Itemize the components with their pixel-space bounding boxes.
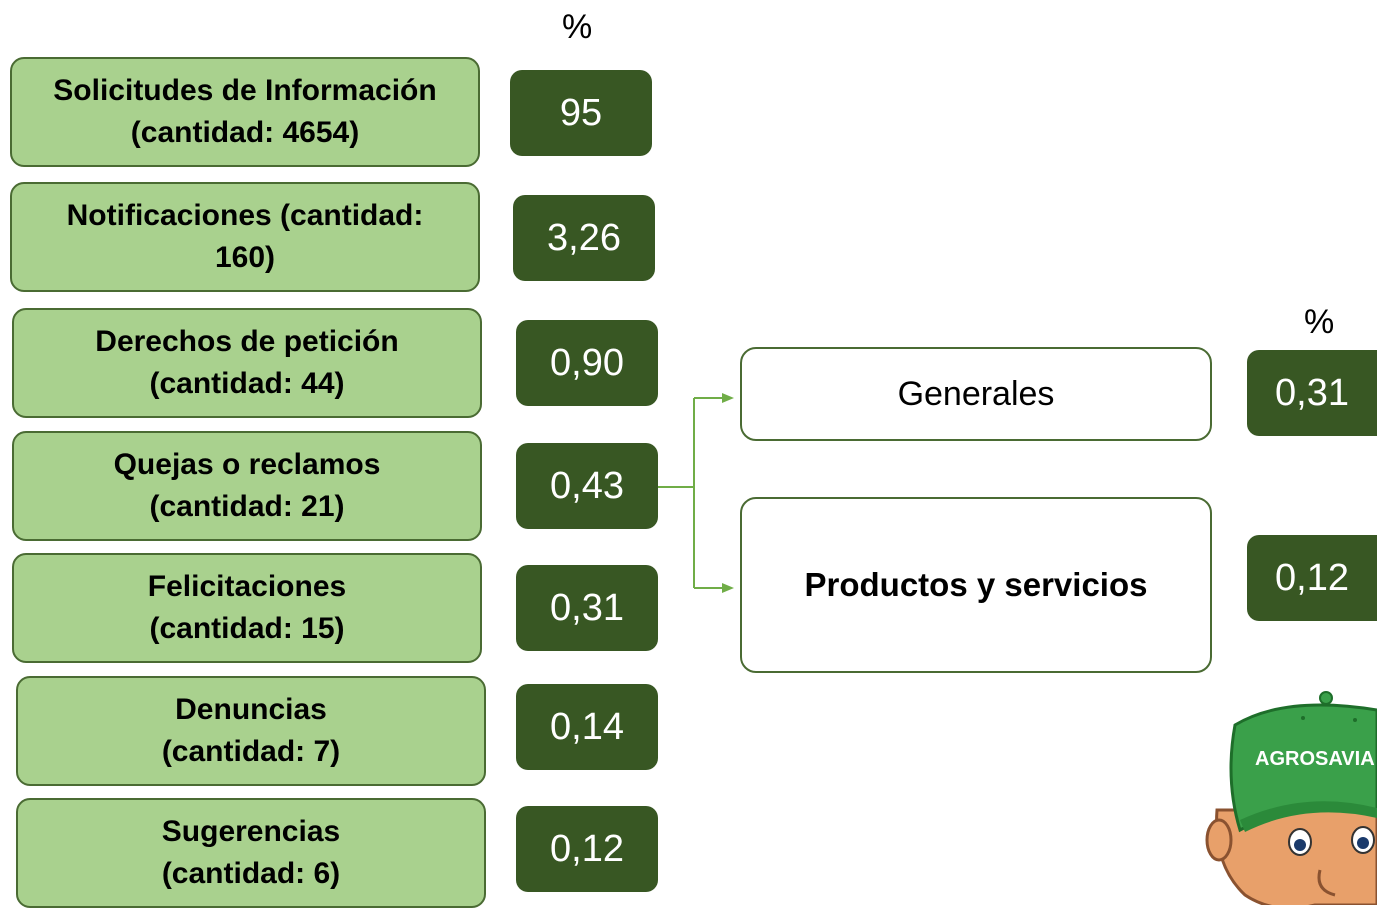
category-quejas-reclamos: Quejas o reclamos (cantidad: 21): [12, 431, 482, 541]
breakdown-percent-header: %: [1304, 303, 1335, 341]
category-name: Sugerencias: [161, 815, 341, 848]
breakdown-percent-generales: 0,31: [1247, 350, 1377, 436]
breakdown-label: Generales: [897, 374, 1055, 413]
connector-trunk: [658, 398, 695, 588]
category-count: 160): [214, 241, 276, 274]
percent-value-denuncias: 0,14: [516, 684, 658, 770]
category-name: Notificaciones (cantidad:: [66, 199, 424, 232]
breakdown-percent-productos: 0,12: [1247, 535, 1377, 621]
percent-header: %: [562, 8, 593, 46]
arrowhead-productos: [722, 583, 734, 593]
category-notificaciones: Notificaciones (cantidad: 160): [10, 182, 480, 292]
category-count: (cantidad: 15): [149, 612, 345, 645]
breakdown-generales: Generales: [740, 347, 1212, 441]
percent-value-solicitudes: 95: [510, 70, 652, 156]
category-count: (cantidad: 7): [161, 735, 341, 768]
percent-value-quejas-reclamos: 0,43: [516, 443, 658, 529]
category-count: (cantidad: 44): [149, 367, 345, 400]
category-sugerencias: Sugerencias (cantidad: 6): [16, 798, 486, 908]
category-felicitaciones: Felicitaciones (cantidad: 15): [12, 553, 482, 663]
category-name: Quejas o reclamos: [113, 448, 381, 481]
percent-value-derechos-peticion: 0,90: [516, 320, 658, 406]
category-denuncias: Denuncias (cantidad: 7): [16, 676, 486, 786]
percent-value-sugerencias: 0,12: [516, 806, 658, 892]
category-solicitudes: Solicitudes de Información (cantidad: 46…: [10, 57, 480, 167]
category-count: (cantidad: 21): [149, 490, 345, 523]
mascot-cap-text: AGROSAVIA: [1255, 748, 1375, 770]
mascot-ear: [1205, 818, 1233, 862]
arrowhead-generales: [722, 393, 734, 403]
category-name: Denuncias: [175, 693, 327, 726]
category-name: Felicitaciones: [147, 570, 347, 603]
mascot-cap-button: [1319, 691, 1333, 705]
breakdown-label: Productos y servicios: [804, 566, 1148, 603]
category-count: (cantidad: 4654): [130, 116, 360, 149]
category-derechos-peticion: Derechos de petición (cantidad: 44): [12, 308, 482, 418]
category-count: (cantidad: 6): [161, 857, 341, 890]
breakdown-productos-servicios: Productos y servicios: [740, 497, 1212, 673]
percent-value-felicitaciones: 0,31: [516, 565, 658, 651]
mascot-nose: [1317, 869, 1336, 897]
percent-value-notificaciones: 3,26: [513, 195, 655, 281]
agrosavia-mascot: AGROSAVIA: [1205, 691, 1377, 905]
mascot-brim: [1240, 801, 1377, 832]
category-name: Derechos de petición: [95, 325, 399, 358]
category-name: Solicitudes de Información: [53, 74, 437, 107]
